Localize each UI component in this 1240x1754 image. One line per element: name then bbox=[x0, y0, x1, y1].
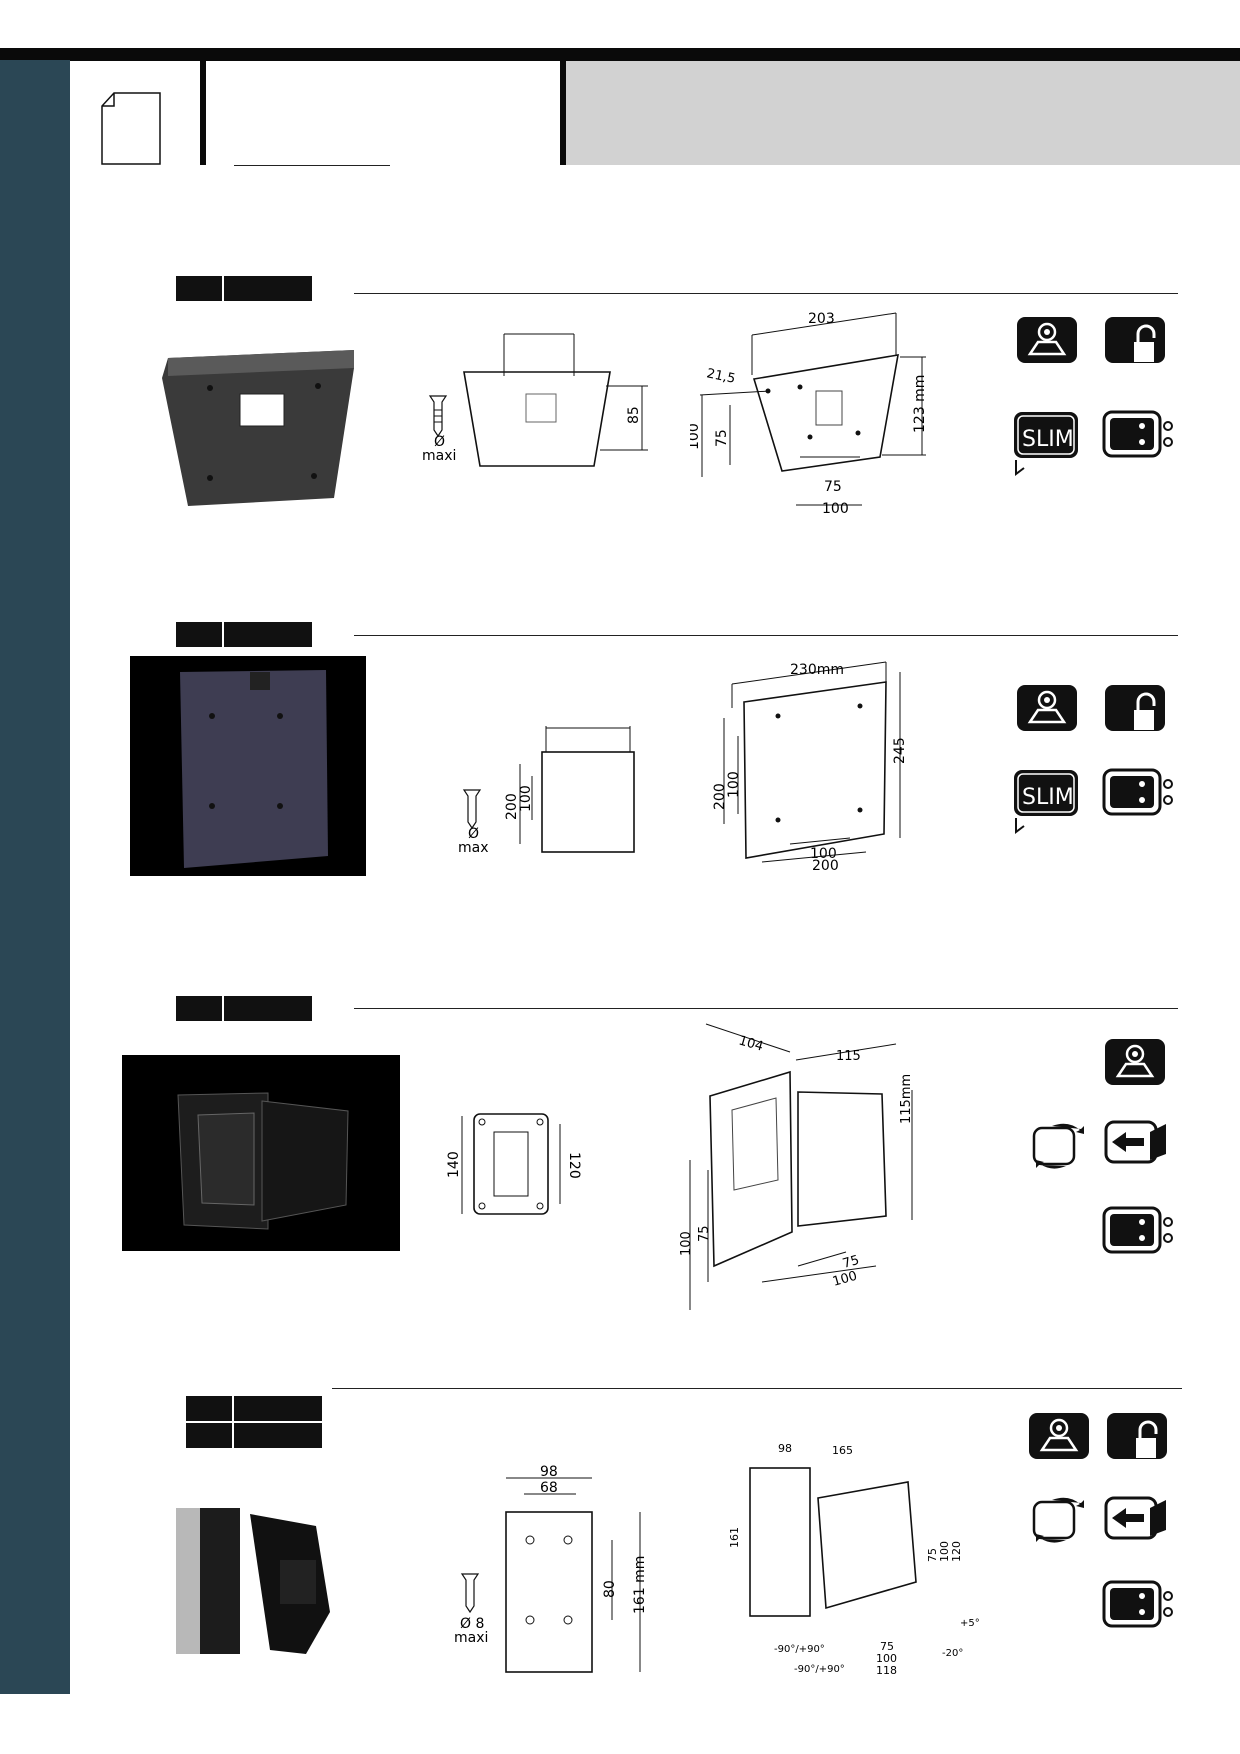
dimension-label: 161 mm bbox=[632, 1556, 648, 1614]
lock-feature-icon bbox=[1104, 684, 1166, 732]
dimension-label: 200 bbox=[812, 858, 839, 874]
dimension-label: 85 bbox=[626, 406, 642, 424]
dimension-label: -20° bbox=[942, 1648, 963, 1659]
dimension-label: 100 bbox=[876, 1652, 897, 1665]
slim-feature-icon: SLIM bbox=[1010, 408, 1082, 480]
extend-feature-icon bbox=[1104, 1118, 1174, 1166]
dimension-label: 115 bbox=[836, 1049, 861, 1064]
screw-icon bbox=[462, 789, 482, 830]
screw-icon bbox=[460, 1573, 480, 1614]
product-code-tag bbox=[176, 276, 312, 301]
dimension-label: 230mm bbox=[790, 662, 844, 678]
slim-feature-icon: SLIM bbox=[1010, 766, 1082, 838]
tilt-feature-icon bbox=[1028, 1412, 1090, 1460]
dimension-label: -90°/+90° bbox=[794, 1664, 845, 1675]
rear-drawing: 230mm 245 200 100 100 200 bbox=[710, 648, 930, 880]
header-divider bbox=[200, 61, 206, 165]
dimension-label: maxi bbox=[454, 1630, 488, 1646]
dimension-label: Ø 8 bbox=[460, 1616, 484, 1632]
dimension-label: 100 bbox=[726, 771, 742, 798]
lock-feature-icon bbox=[1106, 1412, 1168, 1460]
document-icon bbox=[100, 92, 162, 170]
dimension-label: 123 mm bbox=[912, 375, 928, 433]
front-drawing: Ø 8 maxi 98 68 80 161 mm bbox=[450, 1464, 660, 1674]
product-code-tag bbox=[186, 1396, 322, 1448]
vesa-feature-icon bbox=[1102, 1206, 1178, 1254]
dimension-label: 118 bbox=[876, 1664, 897, 1677]
dimension-label: 161 bbox=[728, 1527, 741, 1548]
dimension-label: 100 bbox=[518, 785, 534, 812]
dimension-label: 115mm bbox=[899, 1074, 914, 1124]
dimension-label: 21,5 bbox=[705, 366, 736, 387]
dimension-label: +5° bbox=[960, 1618, 980, 1629]
dimension-label: 75 bbox=[841, 1253, 861, 1272]
swivel-feature-icon bbox=[1030, 1116, 1090, 1176]
front-drawing: Ø max 200 100 bbox=[450, 716, 650, 856]
dimension-label: 100 bbox=[831, 1269, 859, 1290]
vesa-feature-icon bbox=[1102, 410, 1178, 458]
tilt-feature-icon bbox=[1104, 1038, 1166, 1086]
dimension-label: 75 bbox=[824, 479, 842, 495]
extend-feature-icon bbox=[1104, 1494, 1174, 1542]
dimension-label: 245 bbox=[892, 737, 908, 764]
dimension-label: max bbox=[458, 840, 489, 856]
product-photo bbox=[122, 1055, 400, 1251]
dimension-label: 100 bbox=[938, 1541, 951, 1562]
left-sidebar bbox=[0, 60, 70, 1694]
front-drawing: 140 120 bbox=[444, 1086, 584, 1236]
dimension-label: 98 bbox=[778, 1442, 792, 1455]
dimension-label: 203 bbox=[808, 311, 835, 327]
side-drawing: 98 165 161 75 100 120 75 100 118 -90°/+9… bbox=[722, 1432, 992, 1692]
product-code-tag bbox=[176, 622, 312, 647]
screw-diameter: Ø bbox=[434, 434, 445, 450]
dimension-label: 98 bbox=[540, 1464, 558, 1480]
dimension-label: 75 bbox=[880, 1640, 894, 1653]
section-rule bbox=[332, 1388, 1182, 1389]
dimension-label: Ø bbox=[468, 826, 479, 842]
dimension-label: 104 bbox=[737, 1033, 765, 1054]
dimension-label: SLIM bbox=[1022, 427, 1074, 452]
tilt-feature-icon bbox=[1016, 684, 1078, 732]
header-divider bbox=[560, 61, 566, 165]
dimension-label: 120 bbox=[950, 1541, 963, 1562]
vesa-feature-icon bbox=[1102, 1580, 1178, 1628]
header-gray-panel bbox=[564, 61, 1240, 165]
dimension-label: 140 bbox=[446, 1151, 462, 1178]
rear-drawing: 203 21,5 123 mm 100 75 75 100 bbox=[686, 305, 940, 517]
dimension-label: 75 bbox=[926, 1548, 939, 1562]
dimension-label: 68 bbox=[540, 1480, 558, 1496]
swivel-feature-icon bbox=[1030, 1490, 1090, 1550]
dimension-label: 200 bbox=[504, 793, 520, 820]
dimension-label: 75 bbox=[714, 429, 730, 447]
side-drawing: 104 115 115mm 100 75 75 100 bbox=[676, 1020, 926, 1320]
top-bar bbox=[0, 48, 1240, 61]
tilt-feature-icon bbox=[1016, 316, 1078, 364]
section-rule bbox=[354, 293, 1178, 294]
dimension-label: 100 bbox=[810, 846, 837, 862]
front-drawing: Ø maxi 85 bbox=[420, 330, 660, 490]
product-photo bbox=[130, 656, 366, 876]
dimension-label: 75 bbox=[697, 1225, 712, 1242]
dimension-label: -90°/+90° bbox=[774, 1644, 825, 1655]
dimension-label: 165 bbox=[832, 1444, 853, 1457]
product-photo bbox=[170, 1500, 370, 1660]
dimension-label: 80 bbox=[602, 1580, 618, 1598]
lock-feature-icon bbox=[1104, 316, 1166, 364]
product-photo bbox=[148, 338, 358, 513]
screw-icon bbox=[428, 395, 448, 438]
product-code-tag bbox=[176, 996, 312, 1021]
dimension-label: 100 bbox=[679, 1231, 694, 1256]
section-rule bbox=[354, 635, 1178, 636]
screw-label: maxi bbox=[422, 448, 456, 464]
title-underline bbox=[234, 165, 390, 166]
dimension-label: 120 bbox=[566, 1152, 582, 1179]
dimension-label: 200 bbox=[712, 783, 728, 810]
dimension-label: SLIM bbox=[1022, 785, 1074, 810]
vesa-feature-icon bbox=[1102, 768, 1178, 816]
dimension-label: 100 bbox=[822, 501, 849, 515]
dimension-label: 100 bbox=[690, 423, 702, 450]
section-rule bbox=[354, 1008, 1178, 1009]
